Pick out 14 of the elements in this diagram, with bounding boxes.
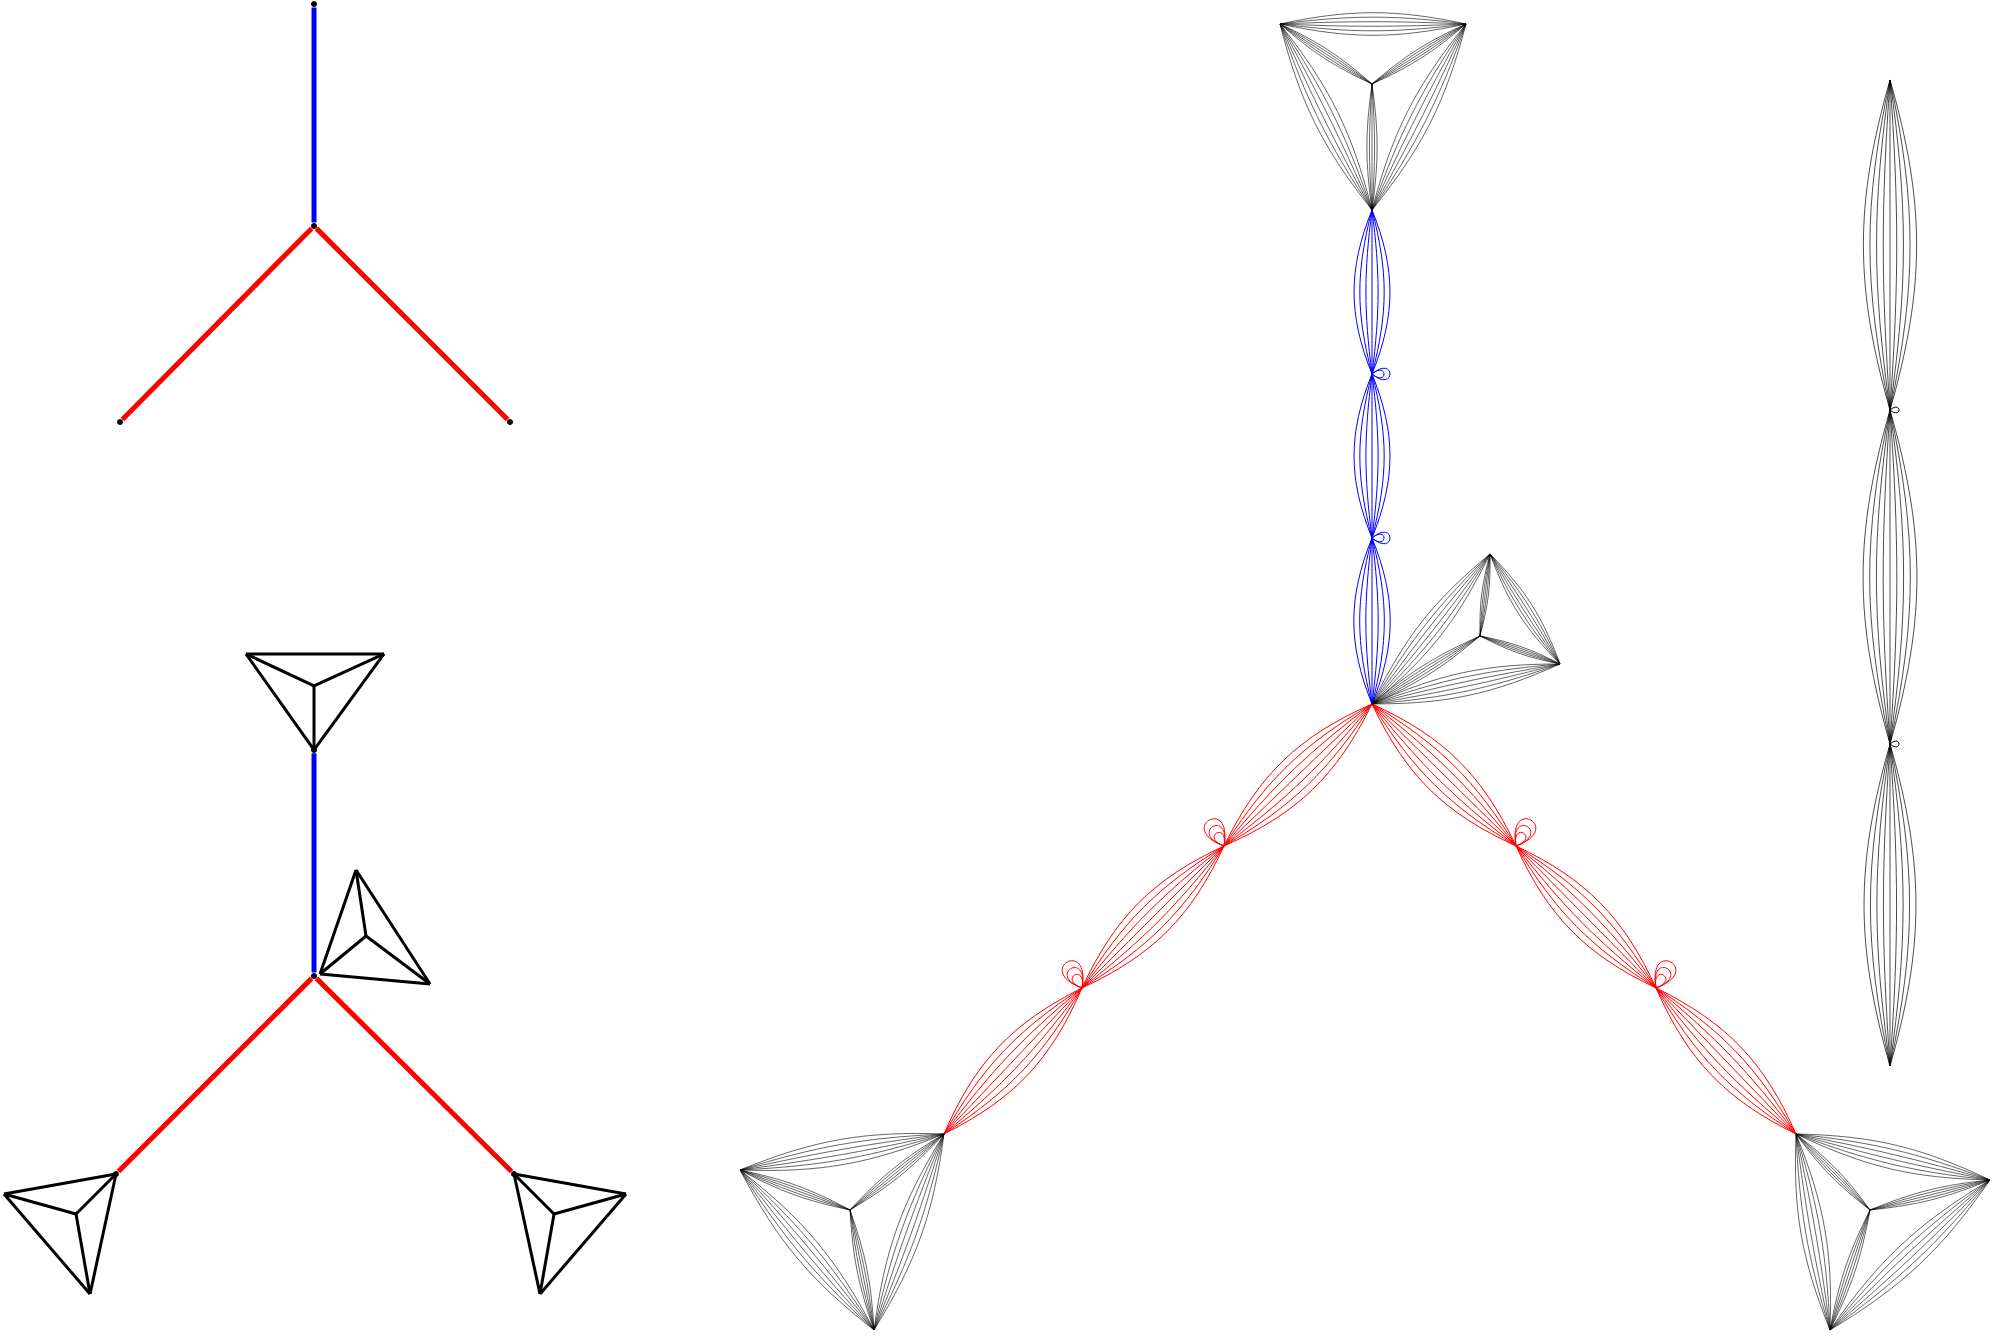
graph-edge <box>311 753 317 973</box>
graph-edge <box>116 976 314 1174</box>
graph-edge <box>311 7 317 223</box>
graph-vertex <box>311 223 317 229</box>
graph-edge <box>120 226 314 422</box>
graph-edge <box>314 976 514 1174</box>
graph-vertex <box>117 419 123 425</box>
graph-vertex <box>507 419 513 425</box>
graph-vertex <box>311 747 317 753</box>
graph-vertex <box>113 1170 119 1177</box>
graph-vertex <box>311 1 317 7</box>
graph-vertex <box>311 972 317 979</box>
graph-vertex <box>511 1170 517 1177</box>
graph-edge <box>314 226 510 422</box>
